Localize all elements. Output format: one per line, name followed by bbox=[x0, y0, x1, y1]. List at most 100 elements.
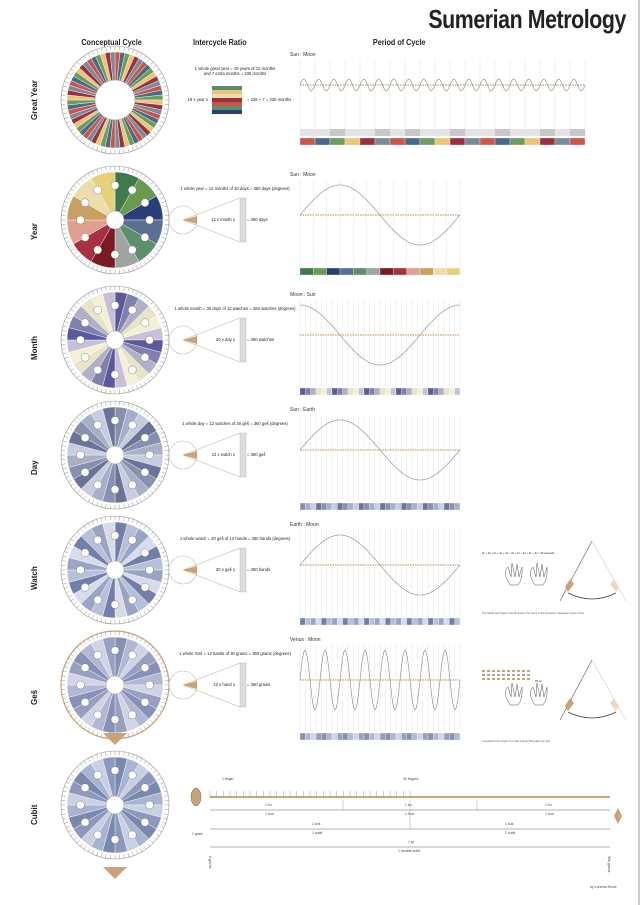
phase-marker bbox=[80, 318, 90, 327]
swing-arrow bbox=[567, 711, 617, 719]
period-cell bbox=[524, 137, 541, 146]
period-cell bbox=[401, 732, 407, 741]
period-cell bbox=[347, 502, 354, 511]
period-cell bbox=[411, 387, 418, 396]
cycle-wave bbox=[299, 78, 586, 92]
end-label: 360 grains bbox=[607, 856, 611, 873]
calc-right: = 360 days bbox=[247, 217, 268, 222]
phase-marker bbox=[80, 583, 90, 592]
year-cell bbox=[450, 129, 465, 136]
calc-right: = 360 hands bbox=[247, 567, 271, 572]
period-cell bbox=[390, 617, 397, 626]
period-cell bbox=[411, 732, 418, 741]
period-cell bbox=[315, 617, 322, 626]
period-cell bbox=[326, 732, 333, 741]
period-cell bbox=[422, 732, 429, 741]
phase-marker bbox=[128, 650, 137, 660]
phase-marker bbox=[93, 420, 102, 430]
period-cell bbox=[554, 137, 571, 146]
grain-dot bbox=[487, 674, 490, 676]
period-cell bbox=[374, 387, 381, 396]
grain-dot bbox=[502, 674, 505, 676]
period-cell bbox=[406, 502, 413, 511]
period-cell bbox=[433, 732, 439, 741]
period-cell bbox=[326, 387, 333, 396]
period-cell bbox=[321, 617, 327, 626]
phase-marker bbox=[76, 215, 85, 225]
period-cell bbox=[449, 137, 466, 146]
period-cell bbox=[337, 617, 343, 626]
period-cell bbox=[417, 732, 423, 741]
phase-marker bbox=[93, 770, 102, 780]
period-cell bbox=[353, 502, 359, 511]
period-cell bbox=[438, 502, 445, 511]
calc-left: 19 x year x bbox=[187, 97, 208, 102]
period-cell bbox=[337, 387, 343, 396]
grain-dot bbox=[492, 670, 495, 672]
period-chart bbox=[299, 415, 461, 511]
year-cell bbox=[420, 129, 435, 136]
cycle-wave bbox=[299, 419, 461, 481]
period-cell bbox=[339, 267, 354, 276]
period-cell bbox=[379, 502, 386, 511]
period-cell bbox=[385, 617, 391, 626]
watch-count-text: 3s + 3s + 3s + 3s + 3s + 3s + 3s + 3s + … bbox=[482, 552, 555, 555]
period-cell bbox=[337, 502, 343, 511]
phase-marker bbox=[93, 305, 102, 315]
period-cell bbox=[347, 732, 354, 741]
finger-label: 1 finger bbox=[222, 777, 234, 781]
period-cell bbox=[331, 502, 338, 511]
phase-marker bbox=[110, 181, 120, 190]
period-cell bbox=[438, 387, 445, 396]
cycle-wheel bbox=[60, 515, 170, 625]
grain-dot bbox=[487, 670, 490, 672]
column-header-period: Period of Cycle bbox=[372, 38, 426, 47]
period-cell bbox=[379, 267, 394, 276]
phase-marker bbox=[140, 318, 150, 327]
year-cell bbox=[330, 129, 345, 136]
period-cell bbox=[374, 732, 381, 741]
year-cell bbox=[555, 129, 570, 136]
period-cell bbox=[331, 617, 338, 626]
grain-dot bbox=[482, 670, 485, 672]
year-band bbox=[212, 110, 242, 114]
period-cell bbox=[342, 387, 349, 396]
grain-dot bbox=[497, 678, 500, 680]
period-cell bbox=[411, 502, 418, 511]
phase-marker bbox=[140, 198, 150, 207]
period-cell bbox=[342, 502, 349, 511]
period-cell bbox=[326, 502, 333, 511]
period-cell bbox=[479, 137, 496, 146]
period-cell bbox=[449, 502, 455, 511]
foot-sum-3: 1 šu bbox=[545, 803, 552, 807]
period-cell bbox=[417, 502, 423, 511]
phase-marker bbox=[80, 198, 90, 207]
phase-marker bbox=[93, 185, 102, 195]
phase-marker bbox=[76, 335, 85, 345]
phase-marker bbox=[93, 710, 102, 720]
period-cell bbox=[347, 617, 354, 626]
period-cell bbox=[379, 387, 386, 396]
phase-marker bbox=[140, 663, 150, 672]
phase-marker bbox=[80, 783, 90, 792]
phase-marker bbox=[110, 485, 120, 494]
period-cell bbox=[353, 617, 359, 626]
period-cell bbox=[363, 502, 370, 511]
grain-dot bbox=[487, 678, 490, 680]
period-cell bbox=[363, 617, 370, 626]
calc-left: 12 x watch x bbox=[211, 452, 235, 457]
period-cell bbox=[299, 502, 306, 511]
grain-dot bbox=[517, 670, 520, 672]
cycle-wave bbox=[300, 304, 460, 366]
phase-marker bbox=[110, 715, 120, 724]
period-cell bbox=[313, 267, 327, 276]
period-cell bbox=[347, 387, 354, 396]
ratio-equation: 1 whole great year = 19 years of 12 mont… bbox=[194, 66, 276, 71]
period-cell bbox=[443, 617, 450, 626]
cubit-sum-2: 1 kuš bbox=[505, 822, 514, 826]
period-cell bbox=[321, 732, 327, 741]
cycle-wheel bbox=[60, 165, 170, 275]
grain-dot bbox=[512, 670, 515, 672]
period-cell bbox=[299, 137, 316, 146]
grain-dot bbox=[517, 674, 520, 676]
